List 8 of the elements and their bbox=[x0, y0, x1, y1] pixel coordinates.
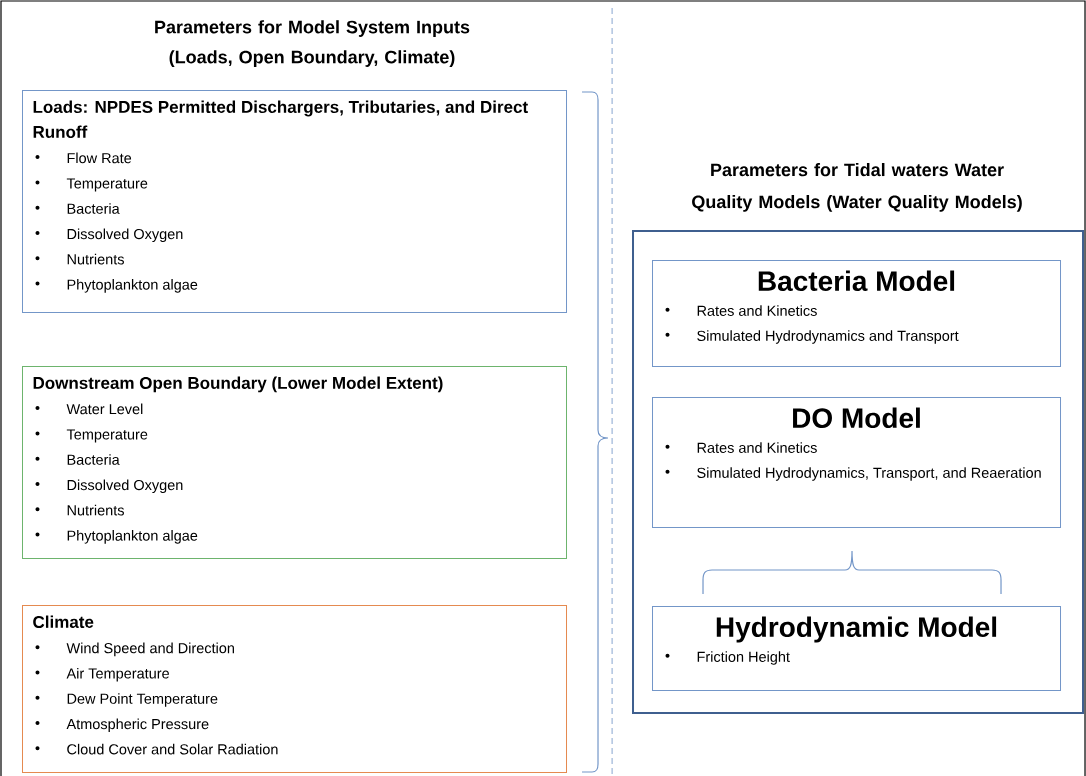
parameter-box: Climate Wind Speed and Direction Air Temperature Dew Point Temperature Atmospheric Pressure Cloud Cover and Solar Radiation bbox=[22, 605, 567, 773]
parameter-box: Downstream Open Boundary (Lower Model Extent) Water Level Temperature Bacteria Dissolved Oxygen Nutrients Phytoplankton algae bbox=[22, 366, 567, 559]
parameter-box: Loads: NPDES Permitted Dischargers, Tributaries, and Direct Runoff Flow Rate Temperature Bacteria Dissolved Oxygen Nutrients Phytoplankton algae bbox=[22, 90, 567, 313]
model-box: DO Model Rates and Kinetics Simulated Hydrodynamics, Transport, and Reaeration bbox=[652, 397, 1061, 528]
model-box: Bacteria Model Rates and Kinetics Simulated Hydrodynamics and Transport bbox=[652, 260, 1061, 367]
model-box: Hydrodynamic Model Friction Height bbox=[652, 606, 1061, 691]
column-heading: Parameters for Model System Inputs (Loads, Open Boundary, Climate) bbox=[155, 20, 470, 67]
column-heading: Parameters for Tidal waters Water Quality Models (Water Quality Models) bbox=[692, 163, 1022, 212]
